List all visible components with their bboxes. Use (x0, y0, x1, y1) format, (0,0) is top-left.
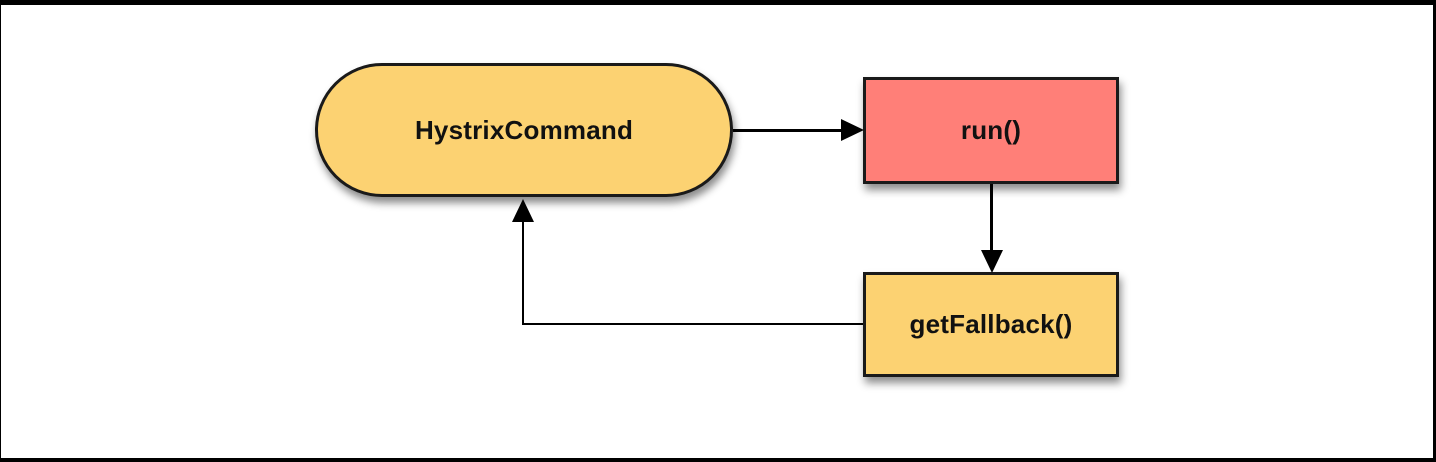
node-get-fallback: getFallback() (863, 272, 1119, 377)
node-hystrix-command: HystrixCommand (315, 63, 733, 197)
edge-run-to-fallback-line (990, 184, 993, 252)
arrowhead-up-icon (512, 199, 534, 222)
arrowhead-down-icon (981, 250, 1003, 273)
arrowhead-right-icon (841, 119, 864, 141)
edge-hystrix-to-run-line (733, 129, 845, 132)
node-run: run() (863, 77, 1119, 184)
edge-fallback-to-hystrix-horizontal-line (522, 323, 863, 325)
node-run-label: run() (960, 115, 1022, 145)
edge-fallback-to-hystrix-vertical-line (522, 219, 524, 325)
node-get-fallback-label: getFallback() (909, 309, 1073, 339)
node-hystrix-command-label: HystrixCommand (414, 114, 634, 145)
